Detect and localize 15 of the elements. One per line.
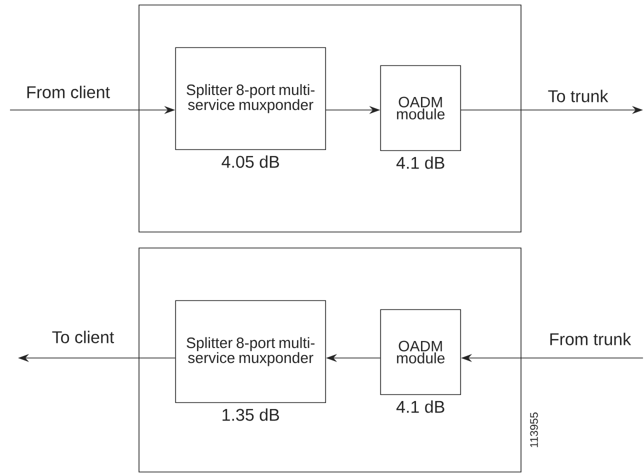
module-box [138, 248, 522, 472]
edge-label: From trunk [550, 332, 632, 346]
component-box: Splitter 8-port multi-service muxponder [175, 47, 326, 150]
edge-label: To trunk [548, 90, 608, 102]
component-box: Splitter 8-port multi-service muxponder [175, 300, 326, 403]
loss-value: 1.35 dB [222, 408, 279, 421]
figure-number: 113955 [530, 412, 538, 448]
component-box: OADM module [380, 65, 461, 151]
edge-label: To client [52, 330, 114, 344]
edge-label: From client [27, 86, 110, 98]
loss-value: 4.1 dB [396, 156, 444, 169]
loss-value: 4.1 dB [396, 400, 444, 413]
loss-value: 4.05 dB [222, 155, 279, 168]
component-box: OADM module [380, 309, 461, 395]
module-box [138, 4, 522, 232]
